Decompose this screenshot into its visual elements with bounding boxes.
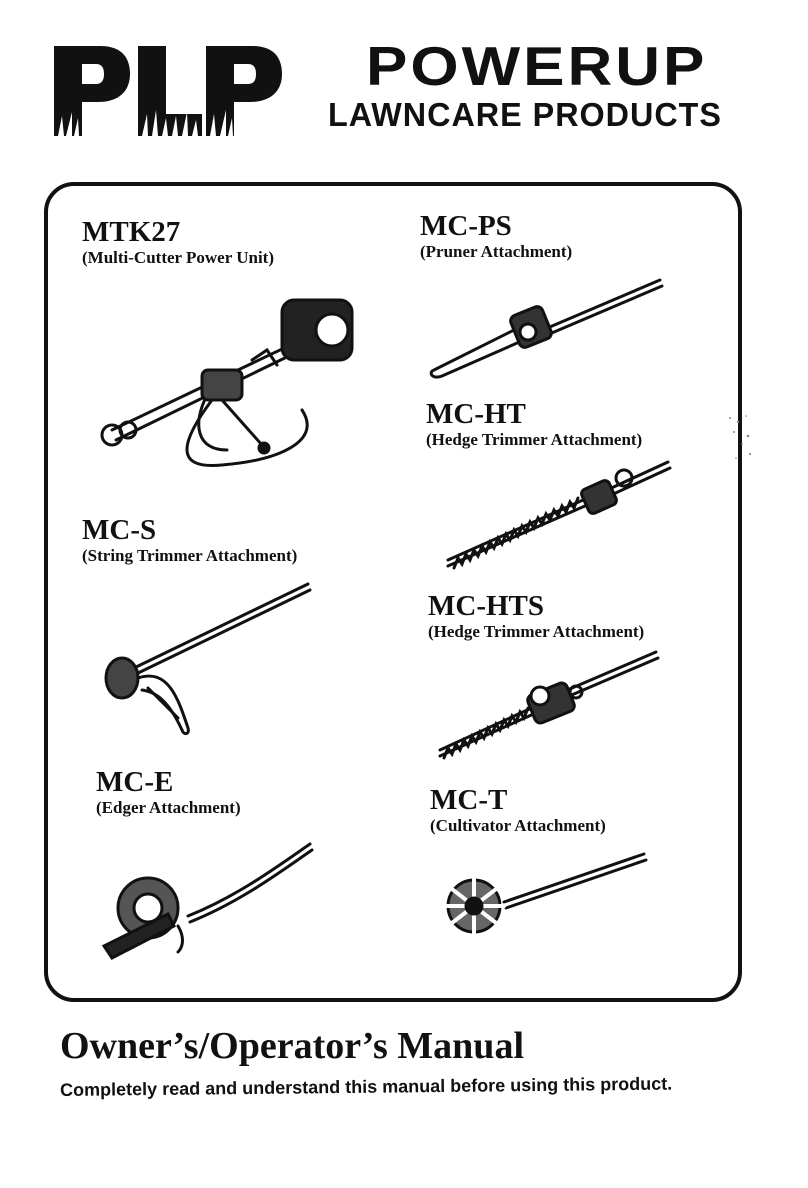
- product-mc-s: MC-S (String Trimmer Attachment): [82, 514, 297, 566]
- plp-logo: [54, 46, 282, 136]
- brand-name: POWERUP: [366, 36, 708, 98]
- product-model: MC-PS: [420, 210, 512, 242]
- product-model: MTK27: [82, 216, 181, 248]
- hedge-trimmer-icon: [446, 460, 672, 570]
- brand-block: POWERUP LAWNCARE PRODUCTS: [328, 40, 748, 132]
- string-trimmer-icon: [104, 582, 312, 736]
- product-description: (Edger Attachment): [96, 798, 241, 817]
- product-panel: MTK27 (Multi-Cutter Power Unit) MC-PS (P…: [44, 182, 742, 1002]
- product-description: (Cultivator Attachment): [430, 816, 606, 835]
- product-mc-ps: MC-PS (Pruner Attachment): [420, 210, 572, 262]
- product-model: MC-HTS: [428, 590, 544, 622]
- product-model: MC-S: [82, 514, 157, 546]
- product-mtk27: MTK27 (Multi-Cutter Power Unit): [82, 216, 274, 268]
- product-model: MC-T: [430, 784, 508, 816]
- short-hedge-trimmer-icon: [438, 650, 660, 760]
- product-mc-ht: MC-HT (Hedge Trimmer Attachment): [426, 398, 642, 450]
- scan-specks: [729, 415, 752, 459]
- product-description: (Pruner Attachment): [420, 242, 573, 261]
- product-mc-e: MC-E (Edger Attachment): [96, 766, 241, 818]
- pole-pruner-icon: [429, 278, 664, 379]
- product-model: MC-E: [96, 766, 174, 798]
- product-mc-hts: MC-HTS (Hedge Trimmer Attachment): [428, 590, 644, 642]
- brand-tagline: LAWNCARE PRODUCTS: [328, 96, 722, 133]
- product-description: (String Trimmer Attachment): [82, 546, 298, 565]
- power-unit-icon: [100, 298, 354, 468]
- manual-title: Owner’s/Operator’s Manual: [60, 1025, 524, 1067]
- product-model: MC-HT: [426, 398, 526, 430]
- product-description: (Hedge Trimmer Attachment): [426, 430, 643, 449]
- read-manual-warning: Completely read and understand this manu…: [60, 1073, 673, 1100]
- cultivator-icon: [442, 852, 648, 938]
- product-description: (Multi-Cutter Power Unit): [82, 248, 274, 267]
- product-mc-t: MC-T (Cultivator Attachment): [430, 784, 606, 836]
- edger-icon: [101, 842, 314, 960]
- product-description: (Hedge Trimmer Attachment): [428, 622, 645, 641]
